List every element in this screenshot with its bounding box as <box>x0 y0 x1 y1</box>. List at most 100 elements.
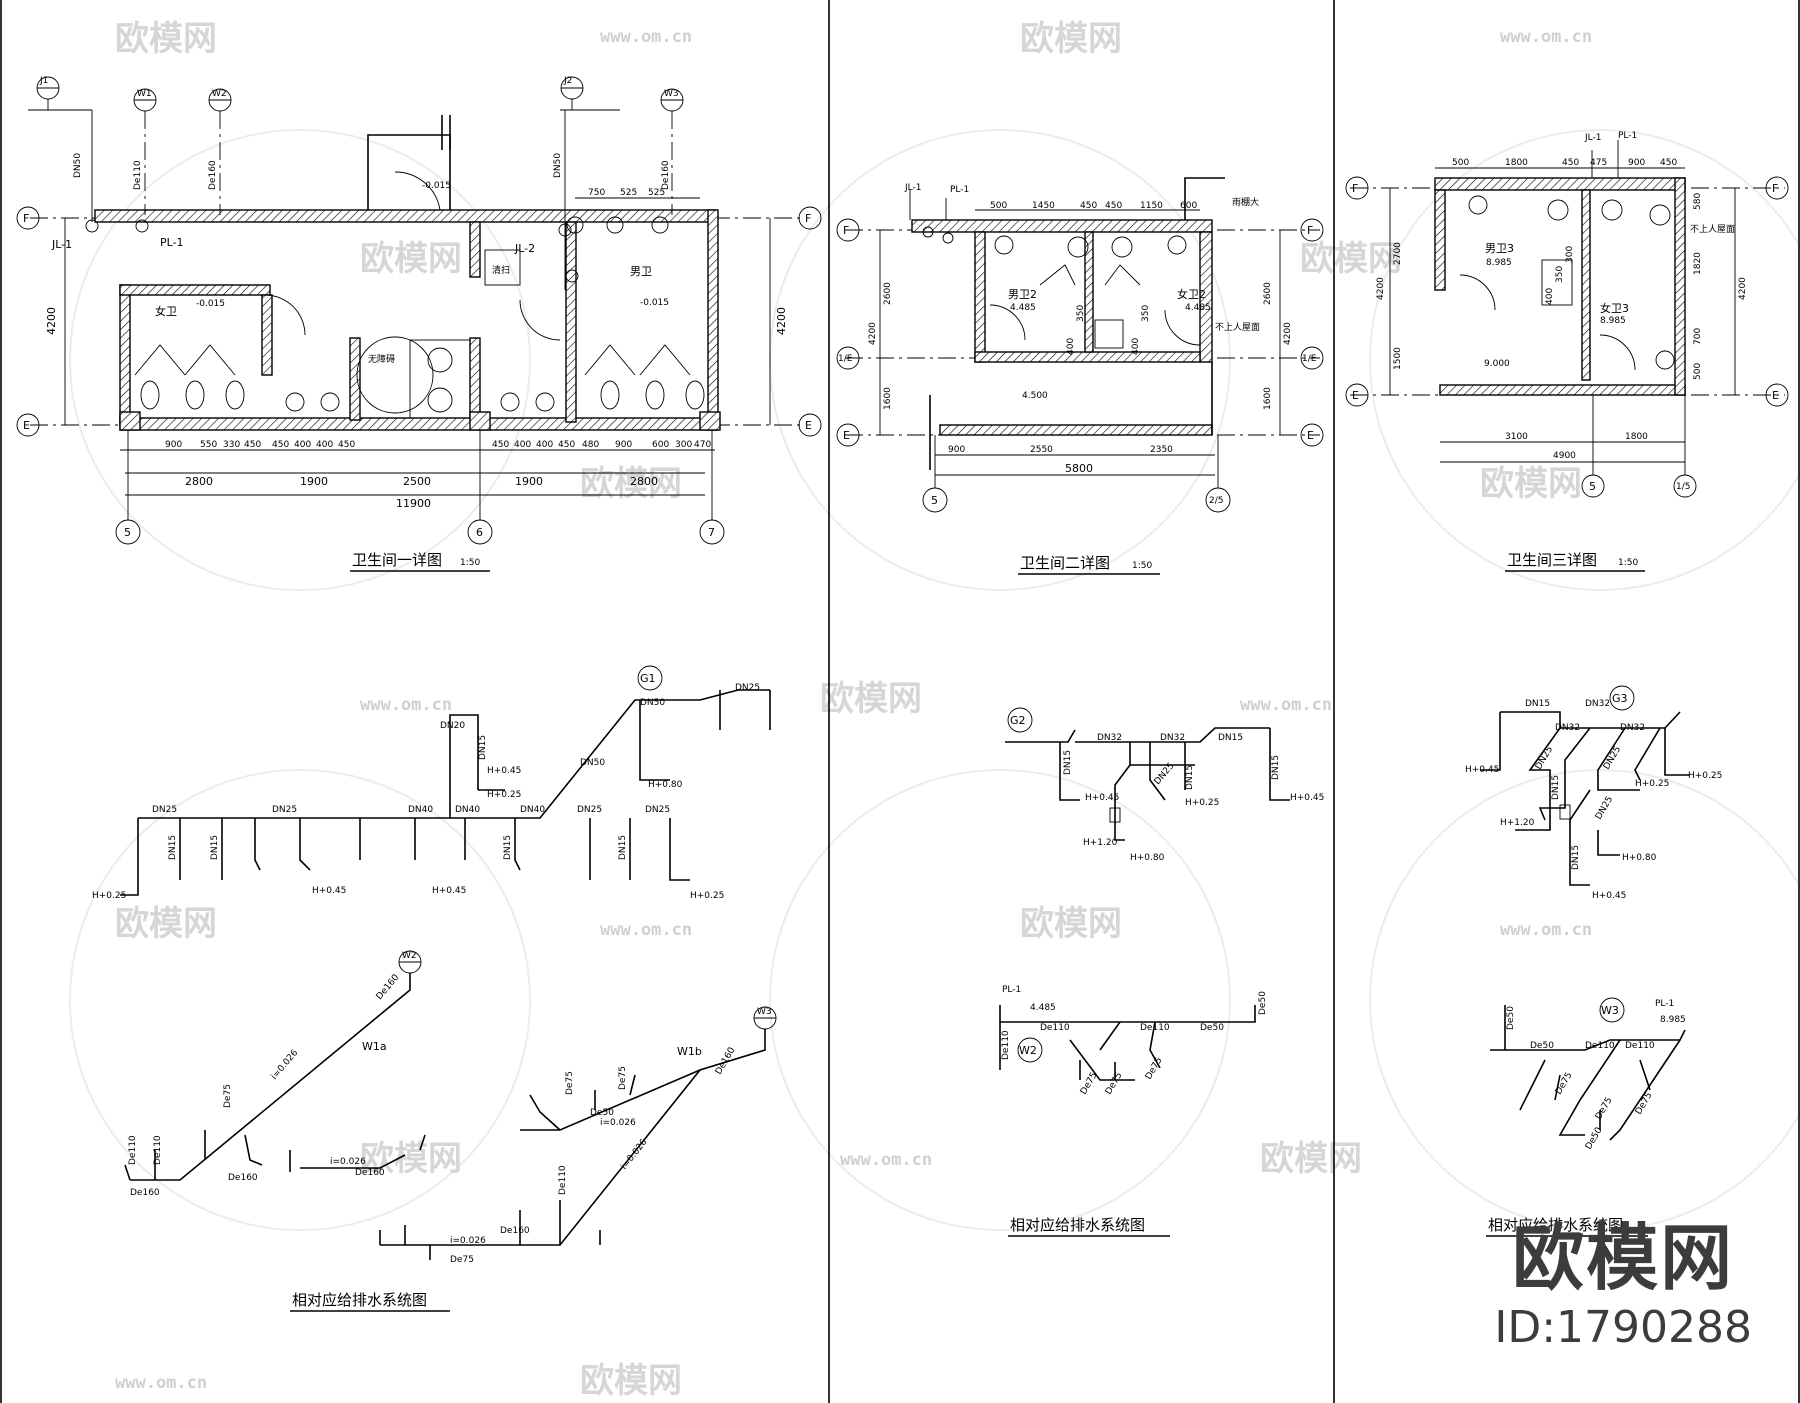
pipe-label: De110 <box>1040 1023 1070 1033</box>
dim-bottom: 1800 <box>1625 432 1648 442</box>
slope-label: i=0.026 <box>450 1236 486 1246</box>
watermark-text: 欧模网 <box>1020 904 1122 944</box>
pipe-label: De110 <box>128 1135 138 1165</box>
pipe-label: DN25 <box>1594 795 1615 822</box>
dim-label: 350 <box>1555 266 1565 283</box>
dim-side: 2700 <box>1393 242 1403 265</box>
pipe-label: DN15 <box>478 735 488 760</box>
label-roof: 不上人屋面 <box>1690 224 1735 235</box>
label-dn50: DN50 <box>73 153 83 178</box>
grid-bubble-6: 6 <box>476 526 483 539</box>
dim-bottom: 450 <box>338 440 355 450</box>
dim-label: 350 <box>1141 305 1151 322</box>
watermark-url: www.om.cn <box>1240 695 1332 715</box>
label-w2: W2 <box>1019 1044 1037 1057</box>
label-w3: W3 <box>1601 1004 1619 1017</box>
system1-diagram: G1 DN25 DN25 DN40 DN40 DN40 DN25 DN25 <box>92 665 777 1312</box>
dim-total: 4900 <box>1553 451 1576 461</box>
grid-bubble: 5 <box>931 494 938 507</box>
pipe-label: DN50 <box>580 758 605 768</box>
system3-diagram: G3 DN15 DN32 DN32 DN32 DN25 DN25 DN25 DN… <box>1465 685 1722 1237</box>
axis-bubble-f-right <box>798 206 822 230</box>
watermark-url: www.om.cn <box>600 920 692 940</box>
dim-bottom: 600 <box>652 440 669 450</box>
label-pl-1: PL-1 <box>1618 131 1637 141</box>
watermark-circles <box>69 129 1800 1231</box>
dim-top: 600 <box>1180 201 1197 211</box>
label-g3: G3 <box>1612 692 1628 705</box>
dim-bottom: 2350 <box>1150 445 1173 455</box>
pipe-label: De160 <box>130 1188 160 1198</box>
height-label: H+0.25 <box>487 790 521 800</box>
watermark-url: www.om.cn <box>600 27 692 47</box>
dim-bottom: 480 <box>582 440 599 450</box>
pipe-label: De50 <box>590 1108 614 1118</box>
axis-bubble-e-right <box>798 413 822 437</box>
pipe-label: De160 <box>228 1173 258 1183</box>
elevation-label: 8.985 <box>1600 316 1626 326</box>
dim-top: 750 <box>588 188 605 198</box>
plan2-detail: F 1/E E F 1/E E JL-1 PL-1 男卫2 女卫2 4.485 … <box>836 177 1324 575</box>
pipe-label: DN50 <box>640 698 665 708</box>
height-label: H+0.45 <box>1465 765 1499 775</box>
pipe-label: De110 <box>1585 1041 1615 1051</box>
dim-top: 450 <box>1080 201 1097 211</box>
height-label: H+0.45 <box>432 886 466 896</box>
dim-bottom: 450 <box>272 440 289 450</box>
height-label: H+0.80 <box>1130 853 1165 863</box>
label-jl-1: JL-1 <box>904 183 921 193</box>
pipe-label: DN32 <box>1160 733 1185 743</box>
dim-side: 4200 <box>868 322 878 345</box>
height-label: H+0.45 <box>1592 891 1626 901</box>
pipe-label: DN15 <box>1525 699 1550 709</box>
system1-title: 相对应给排水系统图 <box>292 1291 427 1309</box>
watermark-text: 欧模网 <box>1260 1139 1362 1179</box>
pipe-label: De50 <box>1584 1126 1605 1152</box>
watermark-text: 欧模网 <box>820 679 922 719</box>
watermark-layer: 欧模网 www.om.cn 欧模网 www.om.cn 欧模网 欧模网 欧模网 … <box>69 19 1800 1401</box>
height-label: H+0.80 <box>648 780 683 790</box>
dim-bottom: 450 <box>244 440 261 450</box>
dim-label: 400 <box>1131 338 1141 355</box>
dim-bottom: 450 <box>558 440 575 450</box>
grid-bubble: 2/5 <box>1209 496 1223 506</box>
dim-bottom: 400 <box>536 440 553 450</box>
plan2-title: 卫生间二详图 <box>1020 554 1110 572</box>
dim-top: 1450 <box>1032 201 1055 211</box>
axis-label: 1/E <box>1302 354 1317 364</box>
height-label: H+0.25 <box>92 891 126 901</box>
label-canopy: 雨棚大 <box>1232 196 1259 208</box>
axis-label-e-left: E <box>23 419 30 432</box>
brand-watermark: 欧模网 ID:1790288 <box>1494 1222 1752 1350</box>
watermark-url: www.om.cn <box>840 1150 932 1170</box>
pipe-label: De160 <box>355 1168 385 1178</box>
label-jl-1: JL-1 <box>51 238 72 251</box>
axis-label-f-right: F <box>805 212 811 225</box>
dim-side: 1500 <box>1393 347 1403 370</box>
dim-bottom: 400 <box>294 440 311 450</box>
dim-bottom: 900 <box>948 445 965 455</box>
watermark-text: 欧模网 <box>1300 239 1402 279</box>
label-pl-1: PL-1 <box>950 185 969 195</box>
dim-side: 4200 <box>1376 277 1386 300</box>
dim-side: 1600 <box>1263 387 1273 410</box>
pipe-label: De160 <box>375 973 402 1002</box>
label-g2: G2 <box>1010 714 1026 727</box>
dim-bottom: 300 <box>675 440 692 450</box>
pipe-label: De75 <box>1079 1071 1100 1097</box>
label-pl-1: PL-1 <box>1002 985 1021 995</box>
dim-span: 2500 <box>403 475 431 488</box>
plan3-detail: F E F E JL-1 PL-1 男卫3 女卫3 8.985 8.985 9.… <box>1345 131 1789 572</box>
axis-label-f-left: F <box>23 212 29 225</box>
dim-side: 700 <box>1693 328 1703 345</box>
axis-label: E <box>1307 429 1314 442</box>
axis-bubble-e-left <box>16 413 40 437</box>
dim-top: 900 <box>1628 158 1645 168</box>
supply-drops <box>120 690 771 896</box>
height-label: H+0.25 <box>1635 779 1669 789</box>
grid-bubble-7: 7 <box>708 526 715 539</box>
watermark-text: 欧模网 <box>580 1361 682 1401</box>
dim-bottom: 400 <box>514 440 531 450</box>
pipe-label: De50 <box>1258 991 1268 1015</box>
